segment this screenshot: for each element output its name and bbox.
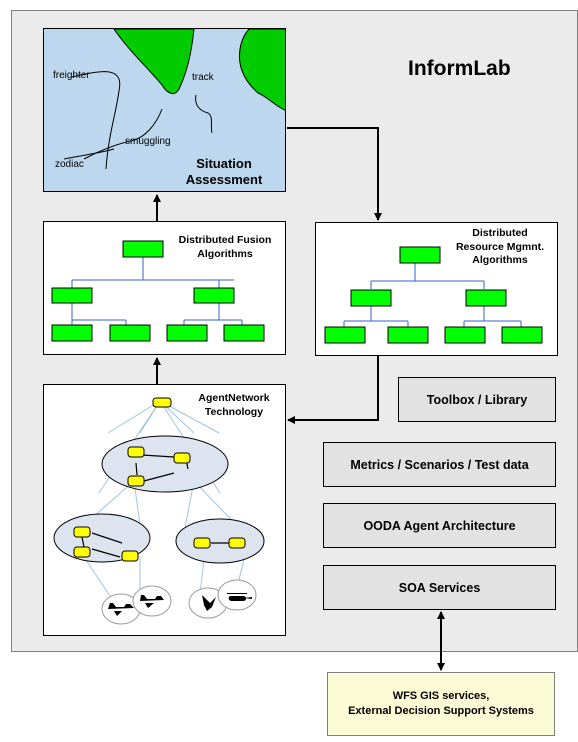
resource-node-leaf-3: [444, 326, 486, 344]
external-line1: WFS GIS services,: [392, 690, 490, 703]
aircraft-icon-1: [108, 603, 134, 616]
agent-top-node: [152, 397, 172, 408]
agent-node-u1: [127, 446, 145, 458]
agent-node-l2: [73, 546, 91, 558]
track-path: [195, 94, 213, 134]
agent-title-line2: Technology: [204, 405, 264, 418]
resource-node-leaf-4: [501, 326, 543, 344]
helicopter-icon: [227, 593, 252, 601]
map-label-zodiac: zodiac: [55, 159, 84, 170]
map-label-freighter: freighter: [53, 70, 90, 81]
situation-assessment-title: Situation Assessment: [174, 156, 274, 189]
arrow-map-to-resource: [287, 127, 382, 221]
external-text: WFS GIS services, External Decision Supp…: [348, 689, 534, 719]
resource-panel-title: Distributed Resource Mgmnt. Algorithms: [444, 227, 556, 268]
agent-node-r2: [228, 537, 246, 549]
fusion-node-leaf-1: [51, 324, 93, 342]
agent-node-u2: [173, 452, 191, 464]
soa-services-box: SOA Services: [323, 565, 556, 610]
agent-title-line1: AgentNetwork: [198, 392, 270, 404]
land-mass-north: [113, 29, 195, 94]
external-systems-box: WFS GIS services, External Decision Supp…: [327, 672, 555, 736]
fusion-title-line2: Algorithms: [197, 247, 253, 260]
agent-node-r1: [193, 537, 211, 549]
resource-node-right: [465, 289, 507, 307]
resource-title-line3: Algorithms: [472, 254, 528, 267]
zodiac-track: [63, 148, 115, 160]
fusion-node-leaf-3: [166, 324, 208, 342]
external-line2: External Decision Support Systems: [348, 705, 534, 717]
agent-network-panel: AgentNetwork Technology: [43, 384, 286, 636]
fusion-node-leaf-4: [223, 324, 265, 342]
fusion-title-line1: Distributed Fusion: [178, 234, 272, 246]
aircraft-icon-2: [140, 595, 164, 608]
agent-network-drawing: [53, 397, 265, 625]
bird-icon: [202, 595, 216, 611]
agent-node-u3: [127, 475, 145, 487]
agent-network-title: AgentNetwork Technology: [184, 392, 284, 419]
ooda-architecture-box: OODA Agent Architecture: [323, 503, 556, 548]
situation-assessment-map: freighter track smuggling zodiac Situati…: [43, 28, 286, 192]
fusion-node-left: [51, 287, 93, 304]
resource-node-leaf-1: [324, 326, 366, 344]
freighter-track: [71, 71, 121, 170]
platform-helicopter: [217, 579, 257, 611]
resource-title-line1: Distributed: [472, 227, 528, 239]
arrow-resource-to-agent: [287, 356, 379, 424]
map-label-track: track: [192, 72, 214, 83]
fusion-node-right: [193, 287, 235, 304]
situation-assessment-line2: Assessment: [185, 172, 263, 188]
agent-node-l1: [73, 526, 91, 538]
resource-title-line2: Resource Mgmnt.: [455, 240, 545, 253]
situation-assessment-line1: Situation: [196, 156, 252, 171]
agent-node-l3: [121, 550, 139, 562]
land-mass-east: [239, 29, 285, 111]
metrics-scenarios-box: Metrics / Scenarios / Test data: [323, 442, 556, 487]
fusion-tree: [51, 240, 265, 342]
map-label-smuggling: smuggling: [125, 136, 171, 147]
resource-node-root: [399, 246, 441, 264]
fusion-node-root: [122, 240, 164, 258]
map-drawing: [63, 29, 285, 170]
resource-node-leaf-2: [387, 326, 429, 344]
resource-tree: [324, 246, 543, 344]
page-title: InformLab: [408, 57, 511, 80]
agent-cluster-lower-right: [175, 518, 265, 564]
resource-panel: Distributed Resource Mgmnt. Algorithms: [315, 222, 558, 356]
fusion-panel-title: Distributed Fusion Algorithms: [166, 234, 284, 261]
fusion-panel: Distributed Fusion Algorithms: [43, 221, 286, 355]
fusion-node-leaf-2: [109, 324, 151, 342]
platform-aircraft-2: [132, 585, 172, 617]
resource-node-left: [350, 289, 392, 307]
toolbox-library-box: Toolbox / Library: [398, 377, 556, 422]
